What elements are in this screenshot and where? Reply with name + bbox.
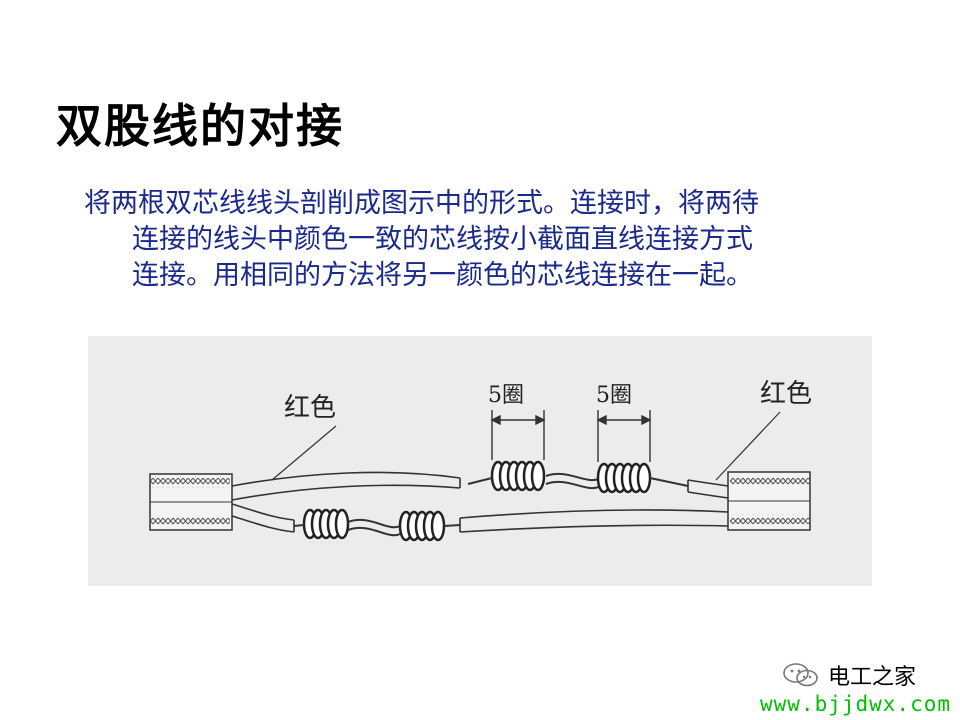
body-line-2: 连接的线头中颜色一致的芯线按小截面直线连接方式 [132,224,753,255]
upper-right-coil [596,462,652,494]
wechat-icon [783,663,818,687]
lower-right-coil [398,510,446,542]
body-line-3: 连接。用相同的方法将另一颜色的芯线连接在一起。 [132,260,753,291]
slide-title: 双股线的对接 [56,99,344,153]
body-line-1: 将两根双芯线线头剖削成图示中的形式。连接时，将两待 [84,188,759,219]
lower-right-conductor [459,509,729,533]
label-red-left: 红色 [284,393,336,423]
dimension-right [596,410,652,462]
lower-left-conductor [231,503,295,533]
left-cable-sheath [149,473,233,531]
wire-splice-diagram: 5圈 5圈 红色 红色 [88,336,872,586]
slide-body-text: 将两根双芯线线头剖削成图示中的形式。连接时，将两待 连接的线头中颜色一致的芯线按… [84,186,904,294]
watermark-brand-text: 电工之家 [828,665,917,690]
upper-left-conductor [231,471,461,501]
watermark-url: www.bjjdwx.com [760,692,952,716]
label-red-right: 红色 [760,379,812,409]
right-cable-sheath [727,471,811,531]
dim-label-left: 5圈 [488,383,524,408]
lower-left-coil [302,508,350,540]
dim-label-right: 5圈 [596,383,632,408]
dimension-left [490,410,546,460]
upper-right-conductor [687,479,729,499]
watermark-brand: 电工之家 [782,660,916,690]
upper-left-coil [490,460,546,492]
